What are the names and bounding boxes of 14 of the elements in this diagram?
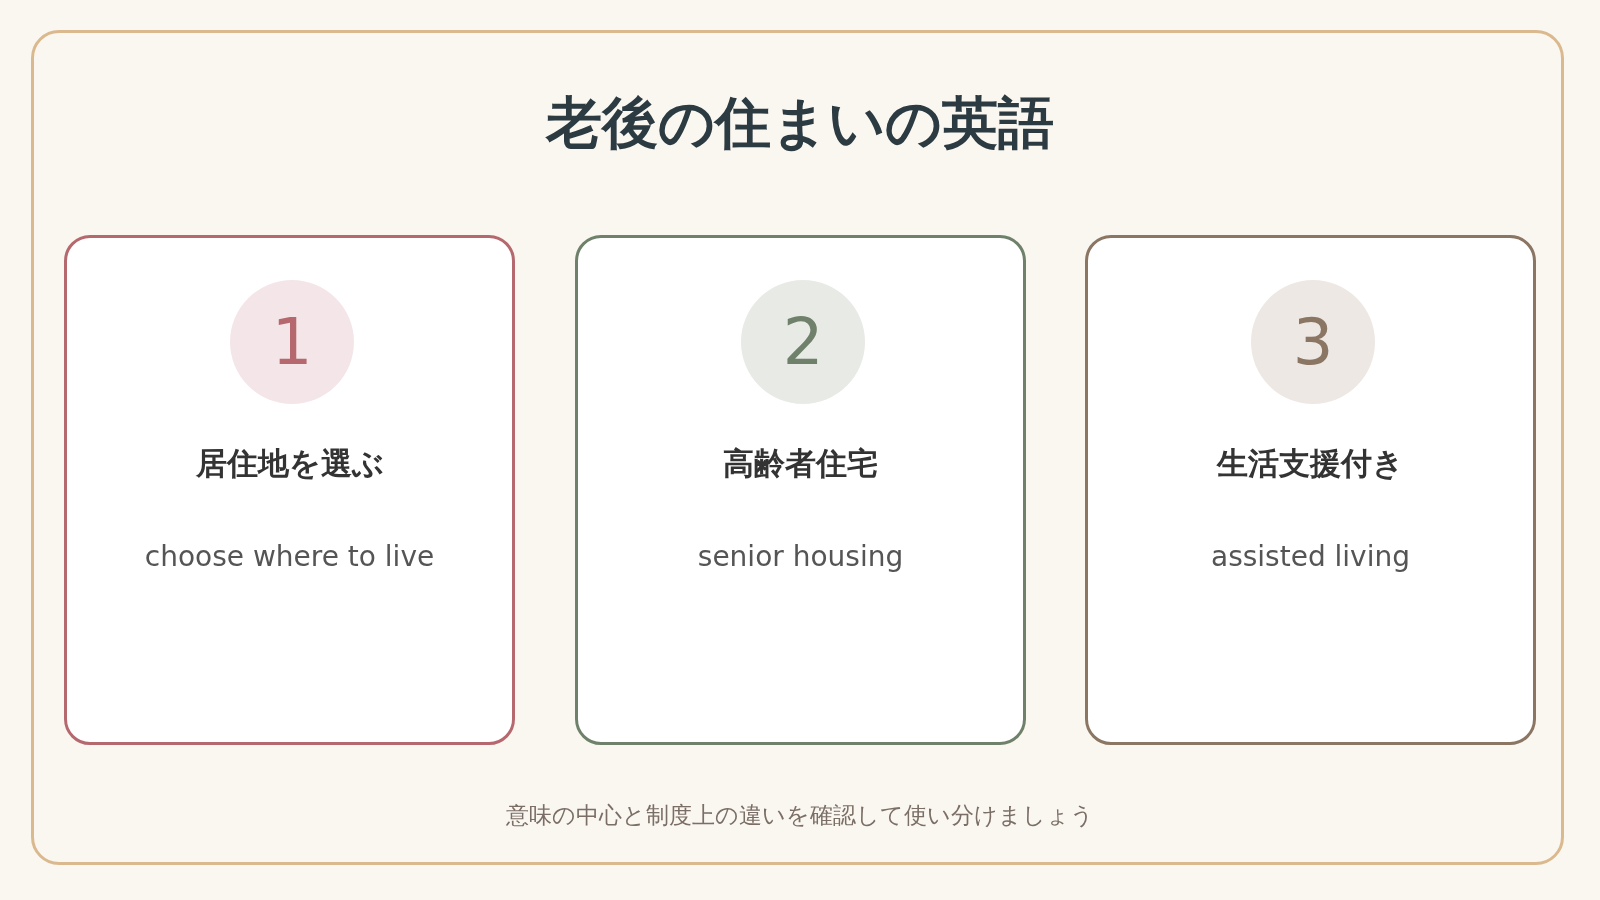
card-heading: 高齢者住宅 xyxy=(723,445,878,481)
card xyxy=(1085,235,1536,745)
card-heading: 生活支援付き xyxy=(1217,445,1404,481)
card-heading: 居住地を選ぶ xyxy=(195,445,384,481)
card xyxy=(575,235,1026,745)
number-circle: 2 xyxy=(741,280,865,404)
number-circle: 3 xyxy=(1251,280,1375,404)
card xyxy=(64,235,515,745)
number-circle: 1 xyxy=(230,280,354,404)
card-subtitle: senior housing xyxy=(697,540,904,573)
card-subtitle: choose where to live xyxy=(144,540,435,573)
card-subtitle: assisted living xyxy=(1211,540,1410,573)
title: 老後の住まいの英語 xyxy=(546,89,1054,157)
caption: 意味の中心と制度上の違いを確認して使い分けましょう xyxy=(506,801,1094,830)
